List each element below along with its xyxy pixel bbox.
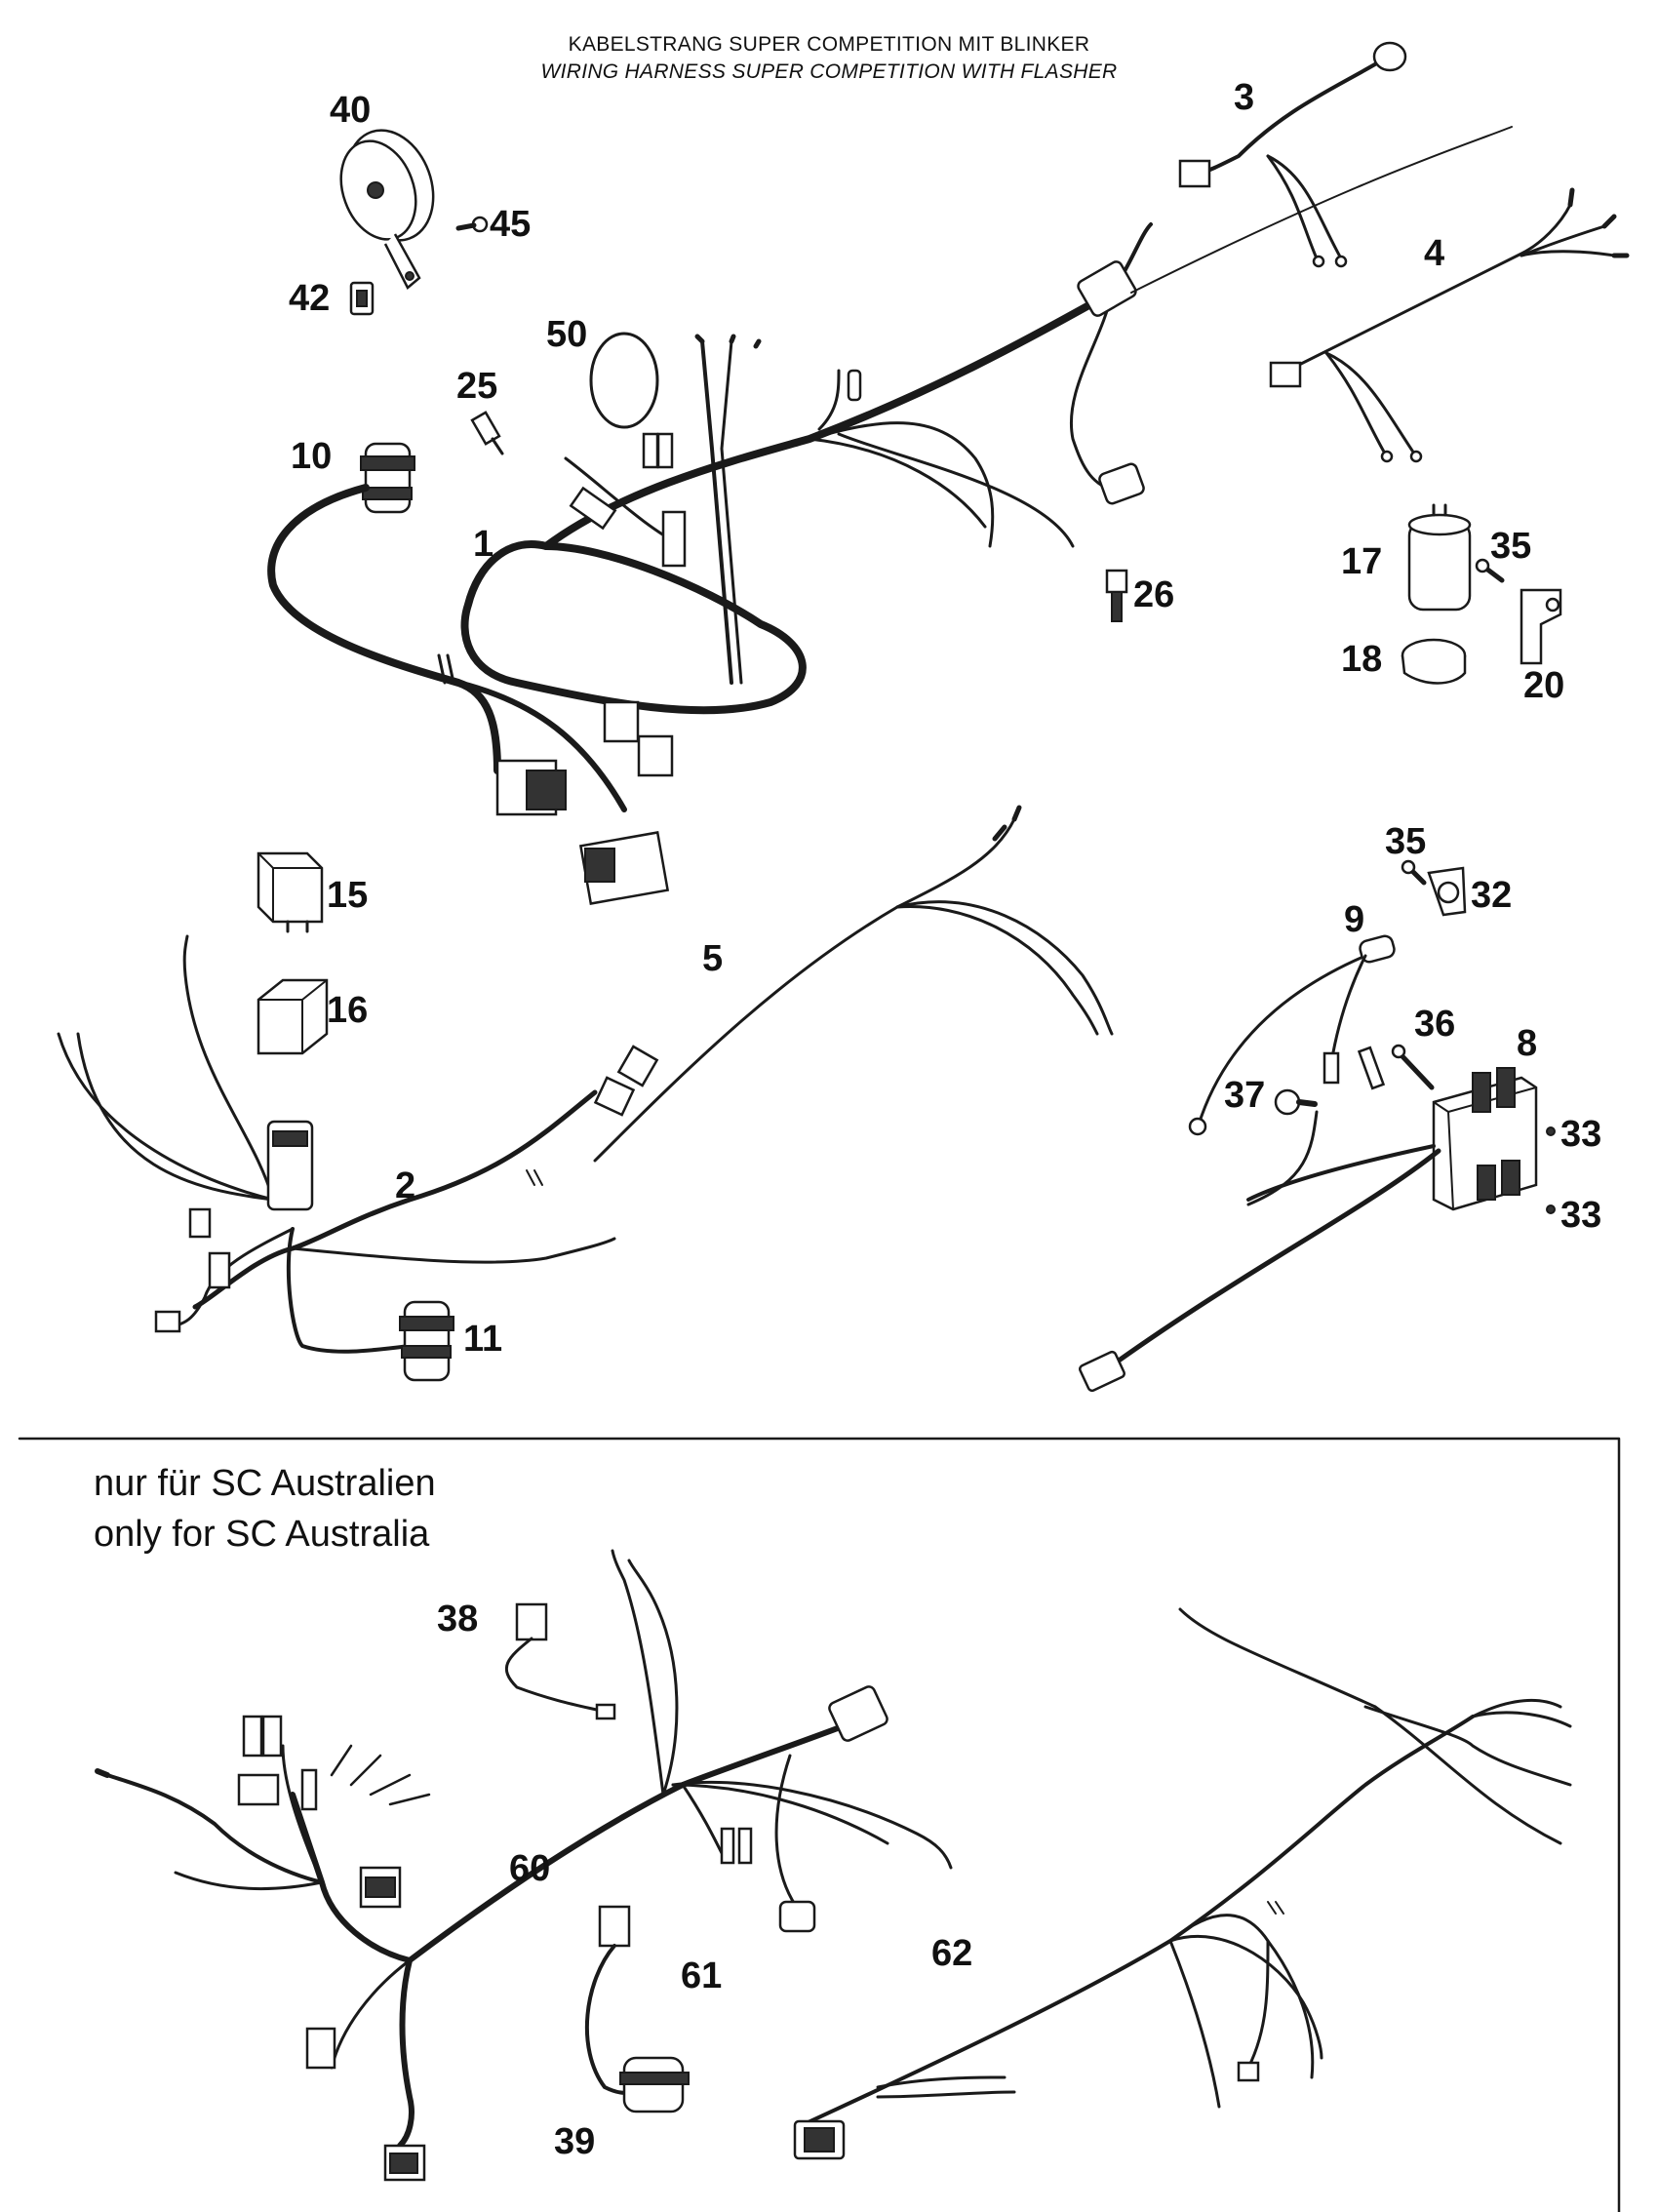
callout-45: 45 [490, 204, 531, 245]
callout-17: 17 [1341, 541, 1382, 582]
clip-part-42 [349, 281, 375, 316]
screw-part-35-upper [1475, 558, 1505, 583]
sensor-part-26 [1105, 569, 1128, 622]
nut-part-33-upper [1546, 1126, 1556, 1136]
part-9 [1188, 934, 1396, 1136]
cable-tie-part-50 [589, 332, 659, 429]
switch-part-11 [399, 1300, 454, 1382]
screw-part-45 [455, 216, 489, 233]
callout-26: 26 [1133, 574, 1174, 615]
diagram-title-german: KABELSTRANG SUPER COMPETITION MIT BLINKE… [568, 33, 1090, 56]
ring-part-18 [1401, 638, 1467, 685]
main-harness-part-1 [267, 126, 1513, 905]
cable-part-4 [1269, 187, 1630, 463]
callout-33-lower: 33 [1560, 1195, 1601, 1236]
callout-50: 50 [546, 314, 587, 355]
relay-part-15 [257, 851, 324, 933]
callout-20: 20 [1523, 665, 1564, 706]
callout-25: 25 [456, 366, 497, 407]
harness-part-60 [95, 1549, 953, 2182]
callout-1: 1 [473, 524, 493, 565]
callout-3: 3 [1234, 77, 1254, 118]
callout-10: 10 [291, 436, 332, 477]
callout-4: 4 [1424, 233, 1444, 274]
australia-section-frame [18, 1437, 1621, 2212]
australia-note-german: nur für SC Australien [94, 1463, 436, 1504]
callout-33-upper: 33 [1560, 1114, 1601, 1155]
callout-61: 61 [681, 1955, 722, 1996]
callout-16: 16 [327, 990, 368, 1031]
callout-9: 9 [1344, 899, 1364, 940]
bracket-part-20 [1520, 588, 1562, 665]
capacitor-part-17 [1407, 503, 1472, 612]
callout-8: 8 [1517, 1023, 1537, 1064]
nut-part-33-lower [1546, 1205, 1556, 1214]
terminals-part-61 [720, 1827, 753, 1865]
regulator-part-8 [1079, 1046, 1538, 1393]
cable-part-5 [593, 805, 1114, 1163]
callout-15: 15 [327, 875, 368, 916]
clamp-part-32 [1427, 866, 1467, 917]
screw-part-35-middle [1401, 859, 1427, 886]
callout-35-middle: 35 [1385, 821, 1426, 862]
callout-37: 37 [1224, 1075, 1265, 1116]
callout-2: 2 [395, 1165, 415, 1206]
callout-36: 36 [1414, 1004, 1455, 1045]
bolt-part-37 [1274, 1088, 1318, 1116]
callout-38: 38 [437, 1599, 478, 1639]
plug-part-25 [470, 411, 504, 455]
switch-part-39 [584, 1905, 690, 2113]
callout-18: 18 [1341, 639, 1382, 680]
callout-11: 11 [463, 1319, 502, 1360]
switch-part-38 [504, 1602, 616, 1720]
screw-part-36 [1391, 1044, 1435, 1090]
callout-62: 62 [931, 1933, 972, 1974]
horn-part-40 [339, 129, 435, 290]
callout-40: 40 [330, 90, 371, 131]
callout-35: 35 [1490, 526, 1531, 567]
harness-part-62 [793, 1607, 1572, 2160]
relay-part-16 [257, 978, 329, 1055]
callout-60: 60 [509, 1848, 550, 1889]
diagram-title-english: WIRING HARNESS SUPER COMPETITION WITH FL… [540, 60, 1118, 83]
callout-42: 42 [289, 278, 330, 319]
callout-5: 5 [702, 938, 723, 979]
callout-32: 32 [1471, 875, 1512, 916]
switch-part-10 [360, 442, 415, 514]
australia-note-english: only for SC Australia [94, 1514, 430, 1555]
cable-part-3 [1178, 41, 1407, 268]
harness-part-2 [57, 934, 636, 1354]
callout-39: 39 [554, 2121, 595, 2162]
